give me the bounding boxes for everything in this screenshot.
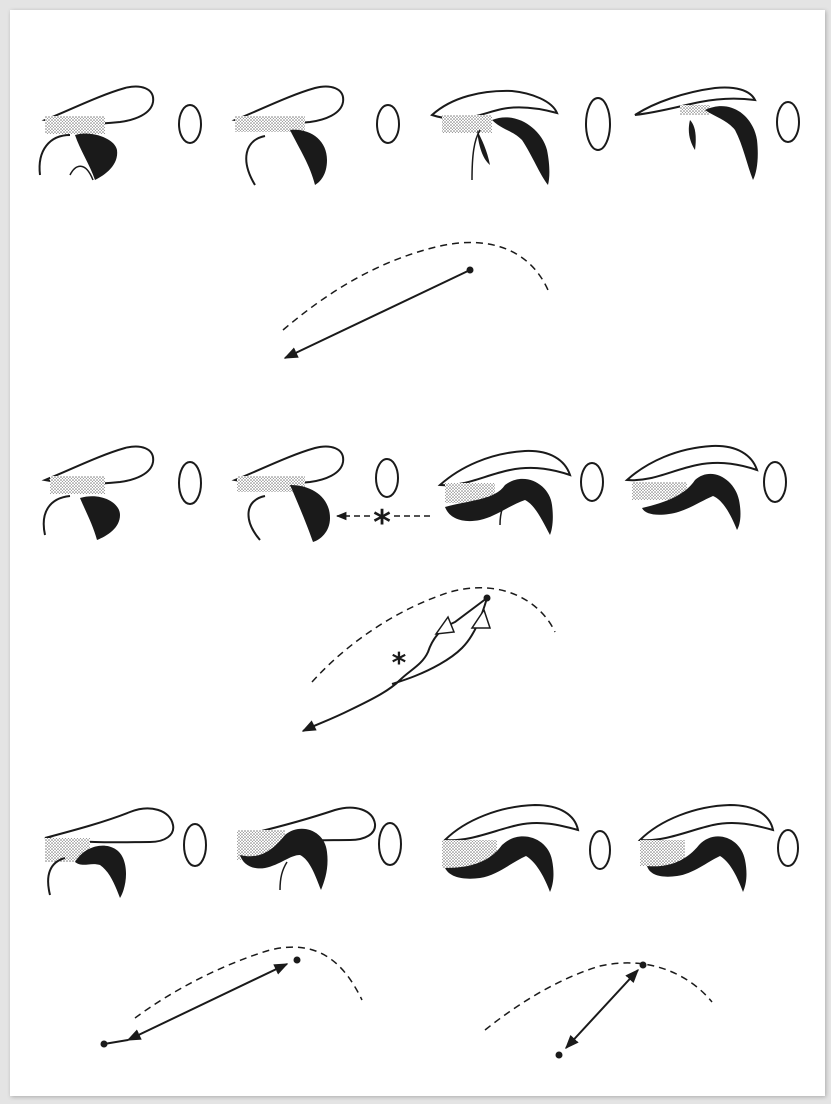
lip-ellipse — [376, 459, 398, 497]
palate-outline — [627, 446, 757, 480]
tongue-outline — [249, 496, 265, 540]
asterisk-marker: * — [392, 646, 407, 679]
tongue-shape — [80, 496, 120, 540]
stipple-region — [45, 116, 105, 134]
lip-ellipse — [184, 824, 206, 866]
path-end-dot — [294, 957, 301, 964]
row3-frame-4 — [640, 805, 773, 892]
row-1 — [40, 87, 799, 185]
tongue-base — [70, 166, 93, 180]
tongue-path-double-arrow — [566, 970, 638, 1048]
path-end-dot — [640, 962, 647, 969]
tongue-front — [689, 120, 696, 150]
diagram-canvas: * * — [10, 10, 825, 1096]
row1-frame-4 — [635, 88, 758, 181]
trajectory-2: * — [303, 588, 555, 731]
lip-ellipse — [778, 830, 798, 866]
path-start-dot — [484, 595, 491, 602]
tongue-shape — [290, 130, 327, 185]
row-2: * — [44, 446, 786, 543]
stipple-region — [50, 476, 105, 494]
row2-frame-1 — [44, 447, 153, 540]
lip-ellipse — [764, 462, 786, 502]
tongue-outline — [48, 858, 65, 895]
lip-ellipse — [179, 105, 201, 143]
tongue-shape — [705, 106, 758, 180]
path-start-dot — [101, 1041, 108, 1048]
palate-outline — [432, 91, 557, 119]
row3-frame-1 — [45, 808, 173, 898]
lip-ellipse — [777, 102, 799, 142]
palate-outline — [445, 805, 578, 840]
palate-contour-dashed — [283, 243, 548, 330]
row-3 — [45, 805, 798, 898]
tongue-shape — [75, 133, 117, 180]
lip-ellipse — [179, 462, 201, 504]
lip-ellipse — [586, 98, 610, 150]
row2-frame-3 — [440, 451, 570, 535]
tongue-outline — [40, 135, 70, 175]
lip-ellipse — [581, 463, 603, 501]
tongue-outline — [44, 496, 70, 535]
tongue-path-arrow — [285, 270, 470, 358]
trajectory-3-left — [101, 947, 363, 1047]
trajectory-1 — [283, 243, 548, 358]
tongue-front — [477, 130, 490, 165]
path-start-dot — [556, 1052, 563, 1059]
asterisk-marker: * — [373, 503, 391, 543]
row2-frame-4 — [627, 446, 757, 530]
lip-ellipse — [590, 831, 610, 869]
tongue-shape — [290, 485, 330, 542]
palate-outline — [640, 805, 773, 840]
tongue-outline — [246, 136, 265, 185]
lip-ellipse — [379, 823, 401, 865]
open-arrowhead — [472, 610, 490, 628]
lip-ellipse — [377, 105, 399, 143]
figure-panel: * * — [10, 10, 825, 1096]
tongue-shape — [75, 846, 126, 898]
tongue-shape — [492, 117, 549, 185]
stipple-region — [235, 116, 305, 132]
row1-frame-2 — [235, 87, 343, 185]
row3-frame-2 — [237, 808, 375, 890]
jaw-line — [280, 862, 287, 890]
path-start-dot — [467, 267, 474, 274]
palate-outline — [45, 808, 173, 842]
row1-frame-1 — [40, 87, 154, 180]
row2-frame-2 — [235, 447, 343, 542]
stipple-region — [442, 115, 492, 133]
trajectory-3-right — [485, 962, 712, 1059]
open-arrowhead — [436, 617, 454, 634]
row3-frame-3 — [442, 805, 578, 892]
palate-outline — [440, 451, 570, 485]
palate-contour-dashed — [485, 963, 712, 1030]
row1-frame-3 — [432, 91, 557, 185]
